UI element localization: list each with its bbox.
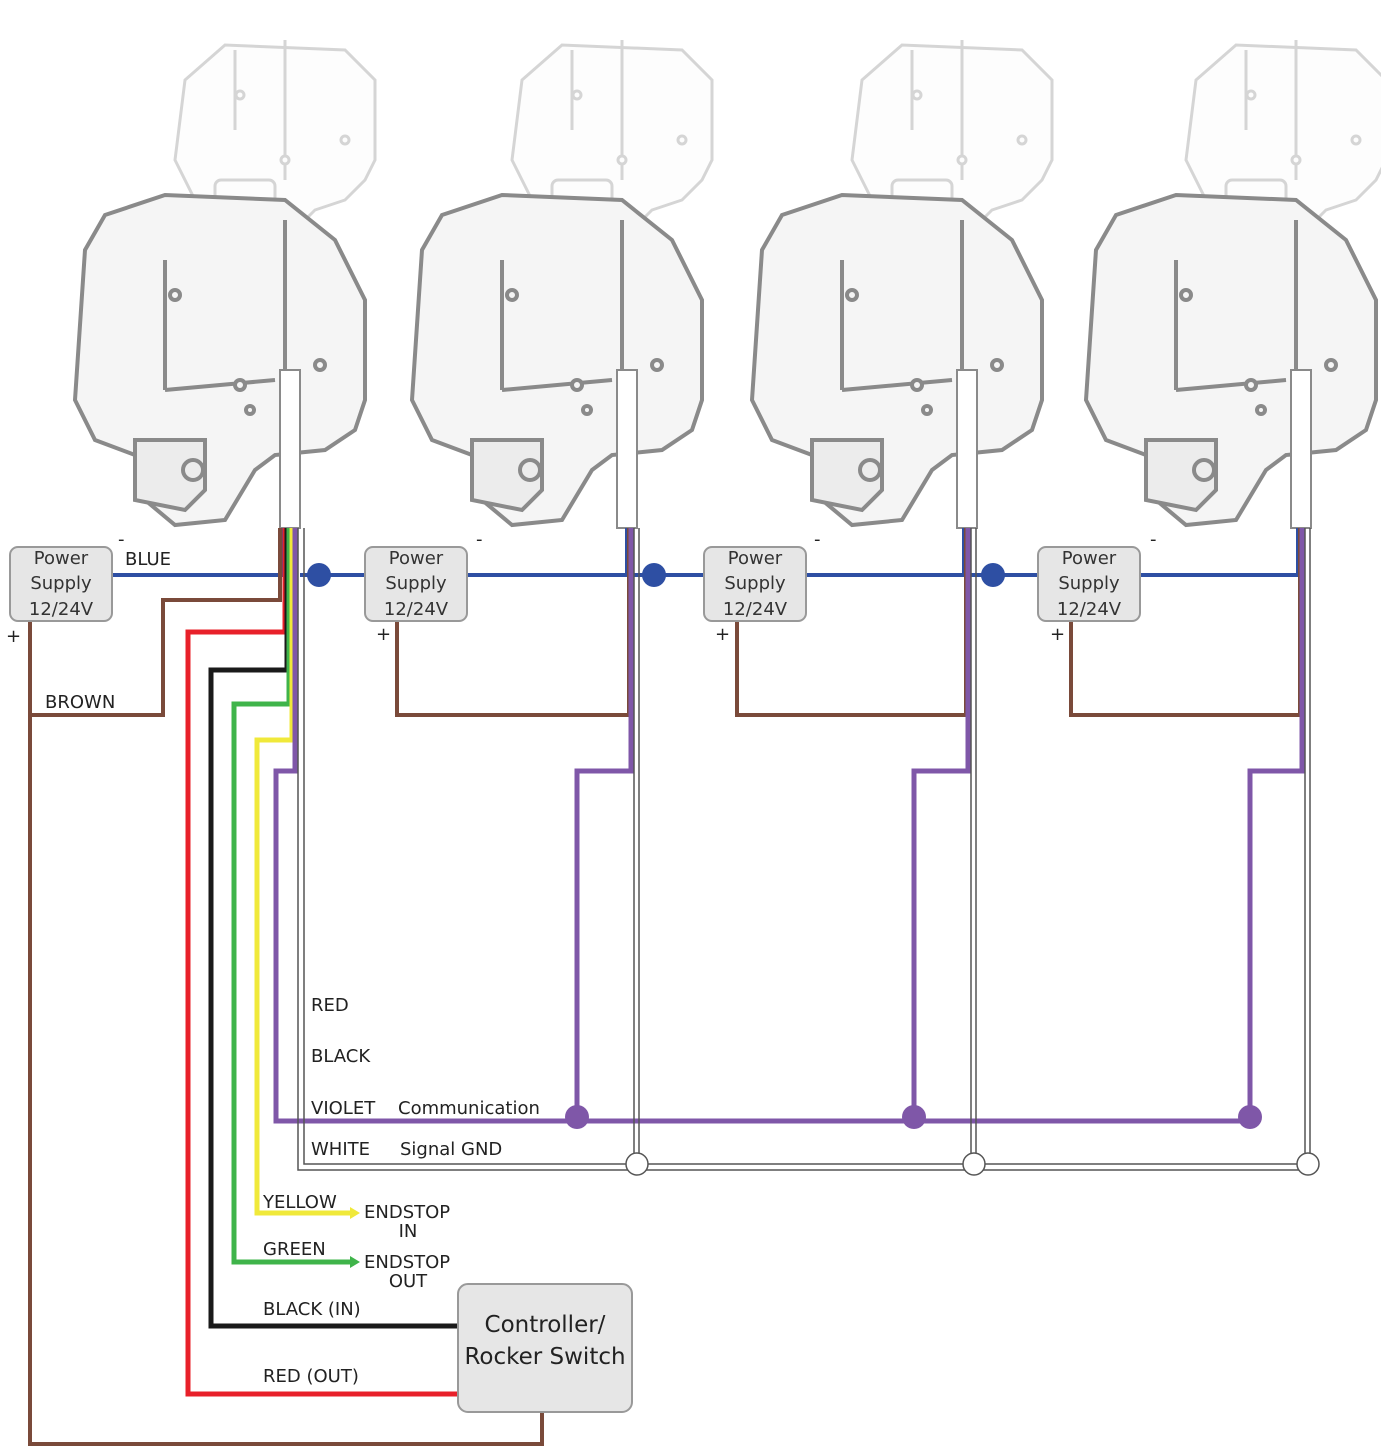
actuator-3: [750, 38, 1054, 530]
plus-sign: +: [715, 624, 730, 645]
actuator-1: [73, 38, 377, 530]
power-supply-2: Power Supply 12/24V: [364, 546, 468, 622]
white-junction-1: [625, 1152, 649, 1176]
psu-label-line1: Power: [1062, 548, 1117, 569]
violet-junction-3: [1238, 1105, 1262, 1129]
psu-label-line3: 12/24V: [384, 599, 449, 620]
power-supply-1: Power Supply 12/24V: [9, 546, 113, 622]
power-supply-3: Power Supply 12/24V: [703, 546, 807, 622]
psu-label-line3: 12/24V: [1057, 599, 1122, 620]
plus-sign: +: [1050, 624, 1065, 645]
label-yellow: YELLOW: [262, 1192, 337, 1213]
minus-sign: -: [814, 529, 821, 550]
minus-sign: -: [1150, 529, 1157, 550]
label-endstop-in-2: IN: [399, 1221, 418, 1242]
label-communication: Communication: [398, 1098, 540, 1119]
violet-junction-2: [902, 1105, 926, 1129]
psu-label-line2: Supply: [724, 573, 786, 594]
label-endstop-out-1: ENDSTOP: [364, 1252, 450, 1273]
psu-label-line3: 12/24V: [29, 599, 94, 620]
white-wire: [297, 528, 1311, 1171]
white-junction-3: [1296, 1152, 1320, 1176]
label-black: BLACK: [311, 1046, 371, 1067]
blue-junction-2: [642, 563, 666, 587]
controller-box: Controller/ Rocker Switch: [457, 1283, 633, 1413]
yellow-arrow-icon: [350, 1207, 360, 1219]
yellow-wire: [254, 528, 350, 1216]
label-endstop-out-2: OUT: [389, 1271, 428, 1292]
label-black-in: BLACK (IN): [263, 1299, 361, 1320]
brown-wire: [28, 528, 1302, 1446]
psu-label-line2: Supply: [30, 573, 92, 594]
plus-sign: +: [6, 626, 21, 647]
power-supply-4: Power Supply 12/24V: [1037, 546, 1141, 622]
violet-junction-1: [565, 1105, 589, 1129]
psu-label-line1: Power: [389, 548, 444, 569]
psu-label-line1: Power: [728, 548, 783, 569]
green-arrow-icon: [350, 1256, 360, 1268]
blue-junction-3: [981, 563, 1005, 587]
label-brown: BROWN: [45, 692, 115, 713]
violet-wire: [273, 528, 1305, 1124]
label-endstop-in-1: ENDSTOP: [364, 1202, 450, 1223]
psu-label-line2: Supply: [385, 573, 447, 594]
white-junction-2: [962, 1152, 986, 1176]
blue-junction-1: [307, 563, 331, 587]
actuator-4: [1084, 38, 1381, 530]
minus-sign: -: [118, 529, 125, 550]
psu-label-line2: Supply: [1058, 573, 1120, 594]
plus-sign: +: [376, 624, 391, 645]
label-red-out: RED (OUT): [263, 1366, 359, 1387]
green-wire: [231, 528, 350, 1265]
label-violet: VIOLET: [311, 1098, 376, 1119]
psu-label-line1: Power: [34, 548, 89, 569]
psu-label-line3: 12/24V: [723, 599, 788, 620]
controller-label-line2: Rocker Switch: [464, 1344, 625, 1370]
label-signal-gnd: Signal GND: [400, 1139, 502, 1160]
label-green: GREEN: [263, 1239, 326, 1260]
label-red: RED: [311, 995, 349, 1016]
label-white: WHITE: [311, 1139, 370, 1160]
actuator-2: [410, 38, 714, 530]
controller-label-line1: Controller/: [485, 1312, 606, 1338]
label-blue: BLUE: [125, 549, 171, 570]
minus-sign: -: [476, 529, 483, 550]
